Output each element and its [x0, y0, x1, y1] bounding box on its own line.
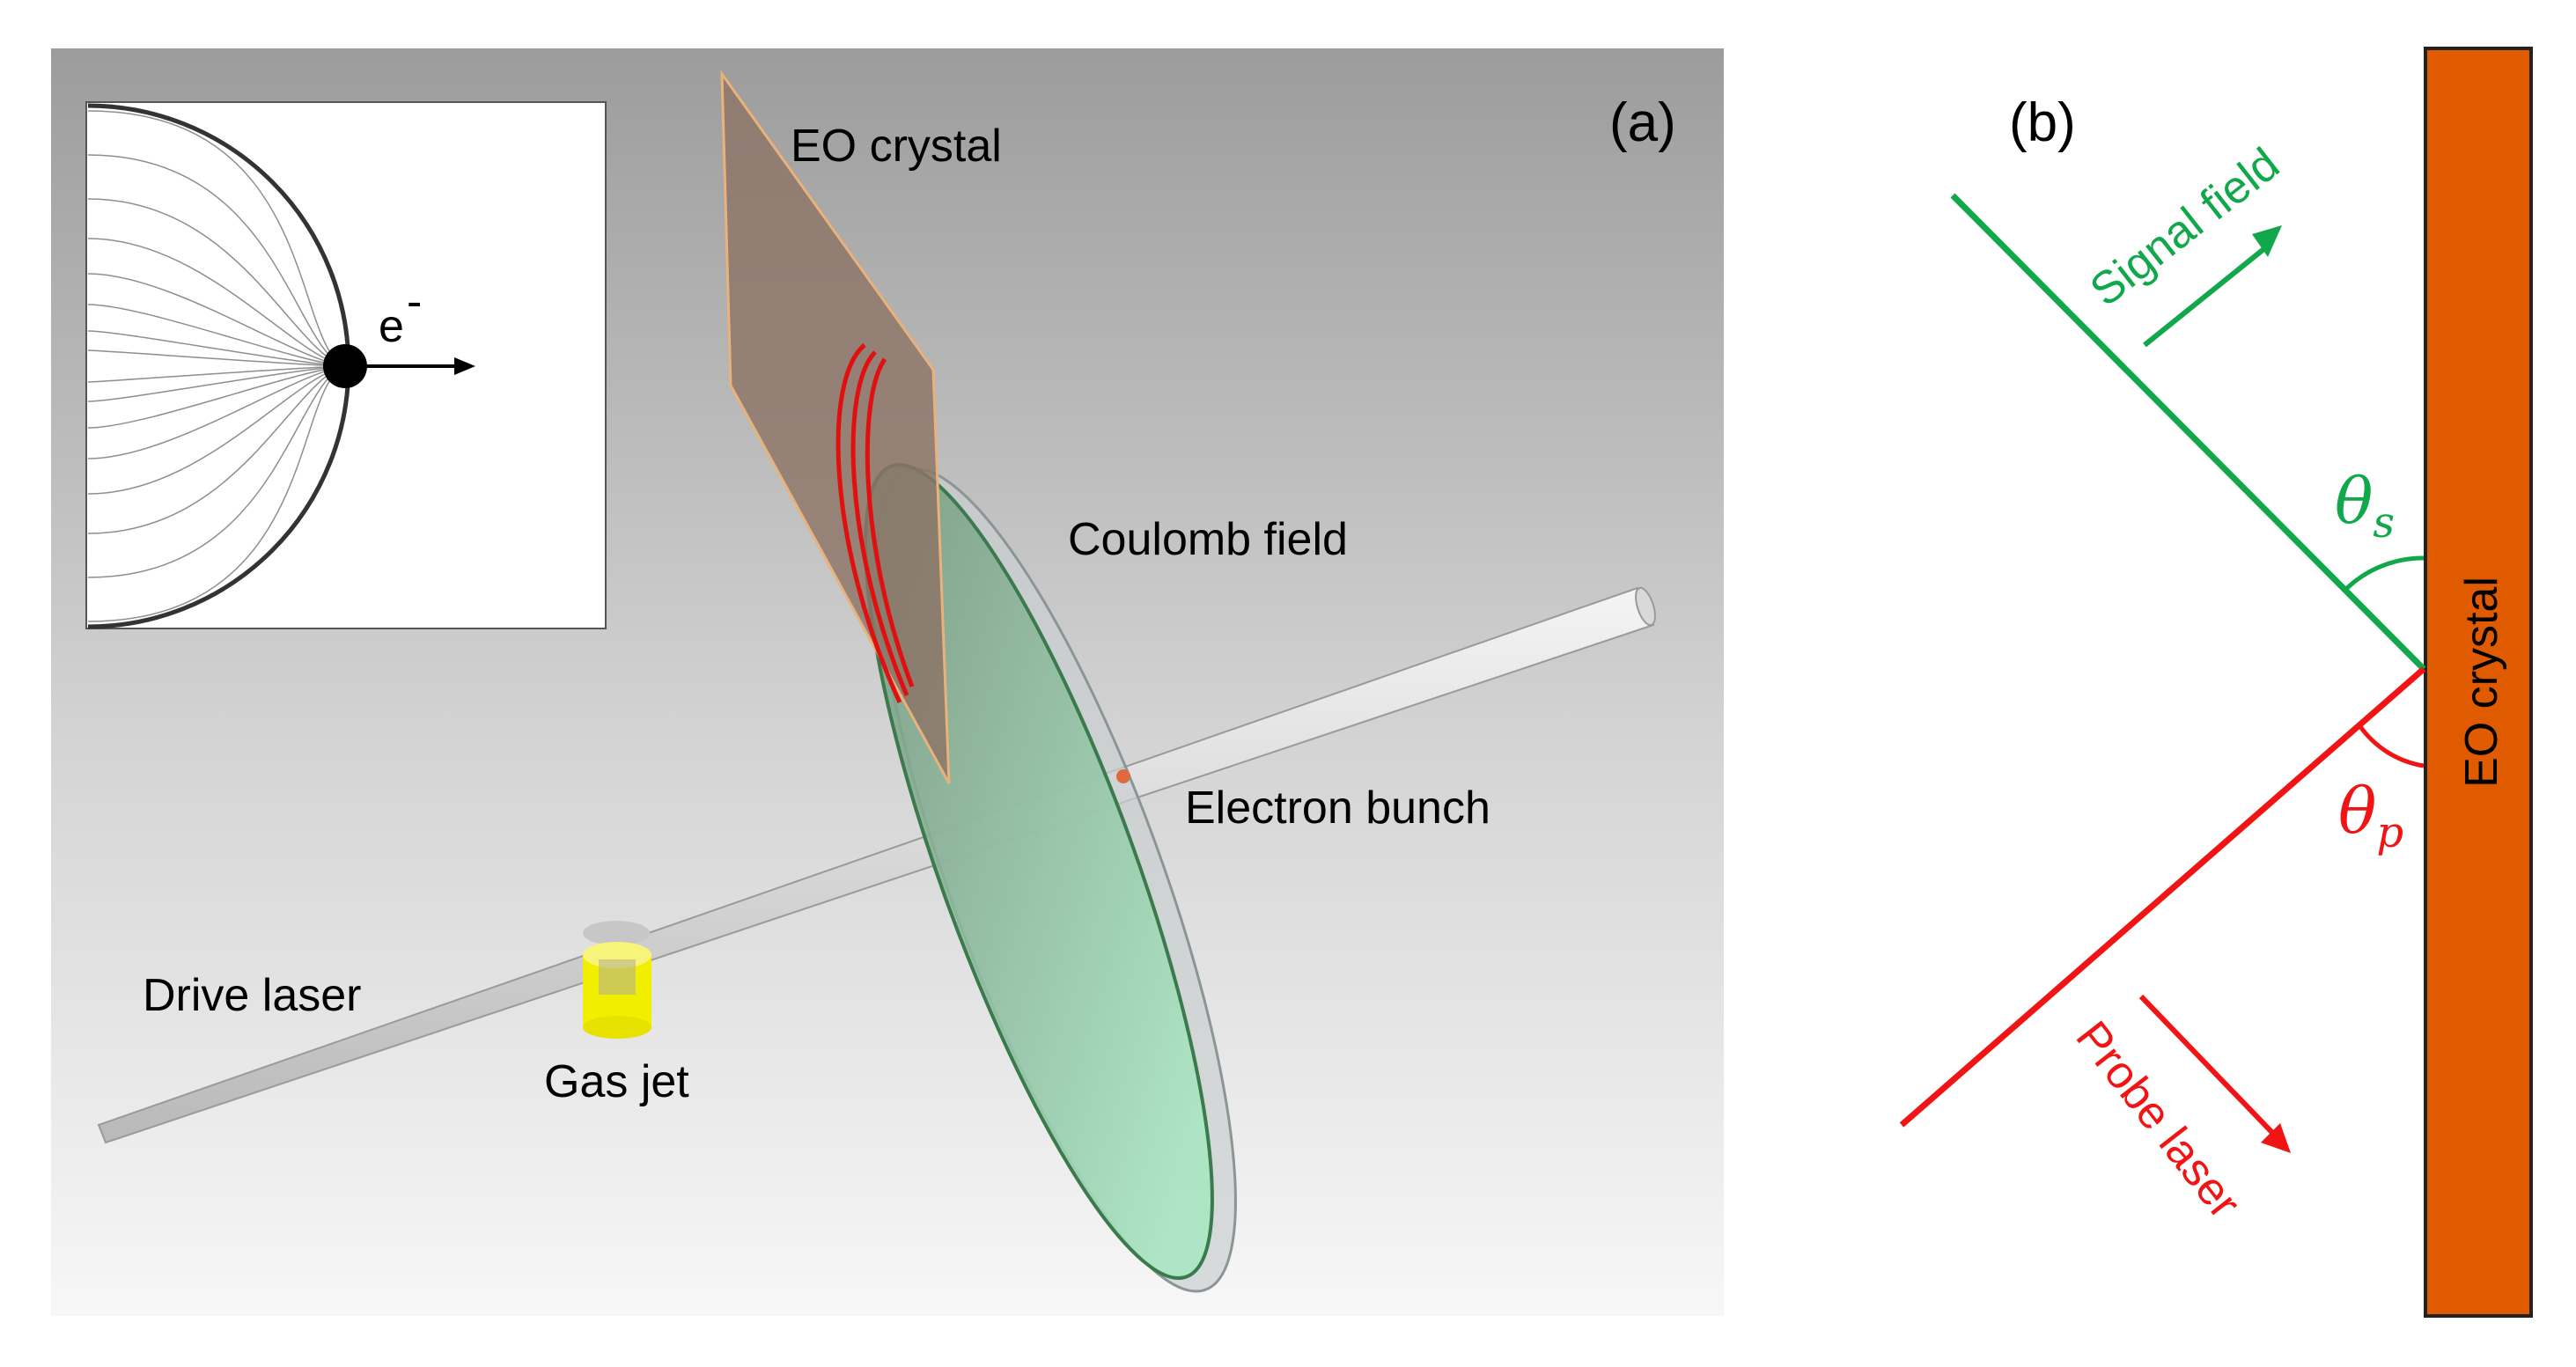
- eo-crystal-bar: [2424, 47, 2533, 1318]
- inset-field-line: [87, 365, 346, 534]
- inset-field-line: [87, 330, 346, 367]
- theta-s-arc: [2344, 555, 2425, 592]
- inset-field-line: [87, 365, 346, 459]
- arrow-head: [454, 357, 475, 375]
- panel-a: e - (a) EO crystal Coulomb field Electro…: [51, 48, 1724, 1316]
- probe-laser-arrow-head: [2261, 1123, 2291, 1153]
- theta-p-arc: [2357, 724, 2425, 768]
- signal-field-arrow: [2143, 240, 2273, 348]
- panel-b-label: (b): [2009, 92, 2076, 153]
- probe-laser-label: Probe laser: [2066, 1012, 2250, 1228]
- probe-laser-arrow: [2138, 994, 2283, 1143]
- drive-laser-beam-end: [1635, 586, 1656, 627]
- inset-field-plot: e -: [85, 101, 607, 629]
- label-electron-bunch: Electron bunch: [1185, 783, 1490, 834]
- inset-field-line: [87, 110, 346, 367]
- inset-field-line: [87, 365, 346, 578]
- gas-jet: [583, 921, 651, 1039]
- probe-laser-ray: [1899, 666, 2426, 1128]
- panel-a-label: (a): [1609, 92, 1676, 153]
- inset-field-line: [87, 365, 346, 622]
- inset-field-line: [87, 238, 346, 367]
- signal-field-label: Signal field: [2081, 138, 2289, 316]
- electron-symbol: e: [379, 301, 404, 352]
- inset-field-line: [87, 304, 346, 367]
- inset-field-line: [87, 365, 346, 383]
- inset-field-line: [87, 365, 346, 429]
- theta-p-label: θp: [2338, 774, 2403, 857]
- electron-charge: -: [407, 276, 422, 327]
- inset-field-line: [87, 365, 346, 495]
- inset-field-line: [87, 198, 346, 367]
- inset-field-line: [87, 365, 346, 402]
- inset-field-line: [87, 273, 346, 367]
- panel-b: (b) EO crystal Signal field θs Probe las…: [1899, 47, 2533, 1318]
- label-coulomb-field: Coulomb field: [1068, 514, 1348, 565]
- label-gas-jet: Gas jet: [544, 1056, 689, 1107]
- electron-bunch: [1116, 769, 1130, 783]
- signal-field-ray: [1950, 193, 2426, 672]
- eo-crystal-bar-label: EO crystal: [2456, 577, 2507, 788]
- eo-crystal-plate: [720, 70, 951, 784]
- label-drive-laser: Drive laser: [143, 970, 362, 1021]
- inset-field-line: [87, 349, 346, 367]
- label-eo-crystal: EO crystal: [791, 121, 1002, 172]
- theta-s-label: θs: [2335, 464, 2395, 548]
- signal-field-arrow-head: [2252, 225, 2282, 257]
- inset-field-line: [87, 154, 346, 367]
- field-imprint: [835, 343, 915, 704]
